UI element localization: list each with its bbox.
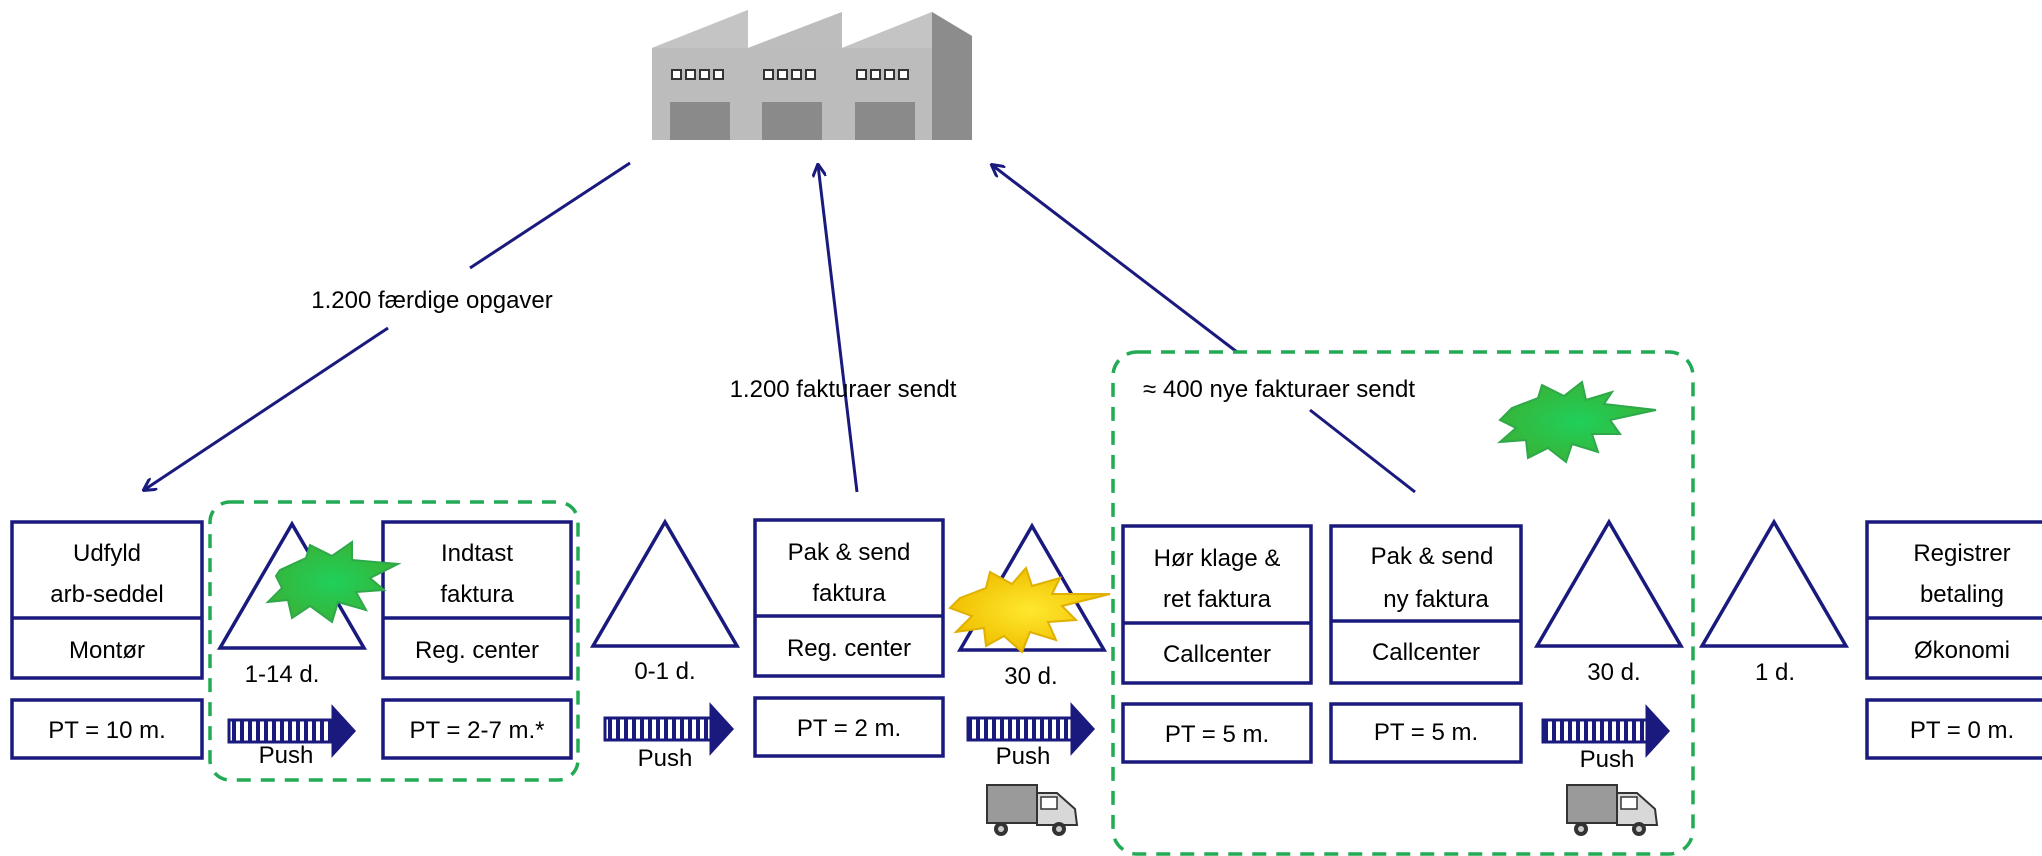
kaizen-region-2 [1111, 350, 1695, 856]
push-arrow-icon [966, 702, 1096, 756]
process-title-line2: betaling [1920, 581, 2004, 608]
inventory-wait-time: 1-14 d. [245, 661, 320, 688]
inventory-wait-time: 1 d. [1755, 659, 1795, 686]
truck-icon [986, 784, 1079, 836]
push-label: Push [638, 745, 693, 772]
process-title-line1: Hør klage & [1154, 545, 1281, 572]
process-title-line1: Pak & send [1371, 543, 1494, 570]
inventory-wait-time: 30 d. [1587, 659, 1640, 686]
info-arrow-to-montor [144, 326, 389, 490]
process-title-line1: Indtast [441, 540, 513, 567]
kaizen-burst-icon [948, 566, 1111, 654]
push-arrow-icon [1541, 704, 1671, 758]
push-label: Push [259, 742, 314, 769]
push-arrow-icon [227, 704, 357, 758]
process-title-line2: faktura [812, 580, 886, 607]
process-title-line1: Udfyld [73, 540, 141, 567]
process-time: PT = 5 m. [1165, 721, 1269, 748]
inventory-wait-time: 30 d. [1004, 663, 1057, 690]
process-title-line1: Registrer [1913, 540, 2010, 567]
process-department: Reg. center [415, 637, 539, 664]
info-flow-label-reg-center: 1.200 fakturaer sendt [730, 376, 957, 403]
inventory-wait-time: 0-1 d. [634, 658, 695, 685]
info-flow-label-callcenter: ≈ 400 nye fakturaer sendt [1143, 376, 1415, 403]
process-title-line2: arb-seddel [50, 581, 163, 608]
info-arrow-from-callcenter-lower [1309, 408, 1416, 494]
info-arrow-from-callcenter-upper [992, 165, 1238, 354]
kaizen-burst-icon [265, 540, 402, 624]
process-box-registrer [1865, 520, 2042, 760]
factory-icon [652, 10, 972, 140]
process-time: PT = 2-7 m.* [410, 717, 545, 744]
push-label: Push [996, 743, 1051, 770]
process-time: PT = 5 m. [1374, 719, 1478, 746]
push-arrow-icon [603, 702, 735, 756]
push-label: Push [1580, 746, 1635, 773]
process-title-line2: ny faktura [1383, 586, 1489, 613]
process-department: Callcenter [1163, 641, 1271, 668]
kaizen-burst-icon [1497, 380, 1657, 464]
process-department: Callcenter [1372, 639, 1480, 666]
process-time: PT = 0 m. [1910, 717, 2014, 744]
process-department: Reg. center [787, 635, 911, 662]
process-box-indtast [381, 520, 573, 760]
process-box-pak-send [753, 518, 945, 758]
kaizen-region-1 [208, 500, 580, 782]
info-flow-label-montor: 1.200 færdige opgaver [311, 287, 553, 314]
process-box-udfyld [10, 520, 204, 760]
inventory-triangle [1533, 518, 1685, 648]
process-title-line2: ret faktura [1163, 586, 1272, 613]
process-department: Montør [69, 637, 145, 664]
process-department: Økonomi [1914, 637, 2010, 664]
process-time: PT = 10 m. [48, 717, 166, 744]
process-time: PT = 2 m. [797, 715, 901, 742]
process-title-line2: faktura [440, 581, 514, 608]
inventory-triangle [589, 518, 741, 648]
info-arrow-from-reg-center [818, 165, 859, 493]
process-box-pak-send-ny [1329, 524, 1523, 764]
info-arrow-to-montor-upper [469, 161, 631, 270]
truck-icon [1566, 784, 1659, 836]
process-title-line1: Pak & send [788, 539, 911, 566]
process-box-hor-klage [1121, 524, 1313, 764]
inventory-triangle [1698, 518, 1850, 648]
